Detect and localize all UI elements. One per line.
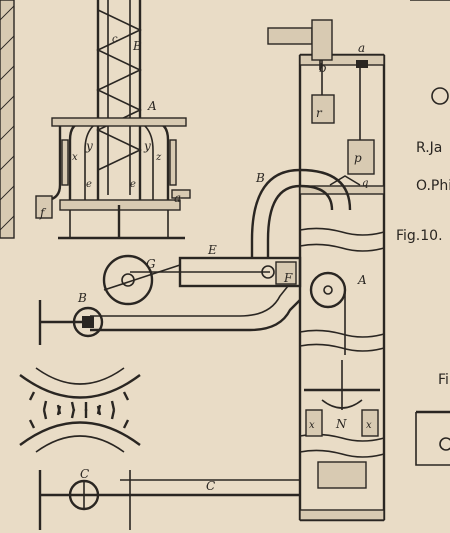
wall-hatching-left [0, 0, 15, 239]
coil-column-labels: B c A y y x z e e f a [39, 34, 181, 220]
svg-text:B: B [132, 39, 142, 53]
svg-text:x: x [366, 420, 372, 431]
svg-text:N: N [335, 417, 347, 431]
pulley-a: A [309, 271, 367, 355]
svg-text:A: A [147, 99, 157, 113]
gear-sector-upper [19, 367, 141, 419]
svg-text:x: x [72, 152, 78, 163]
curved-pipe-b: B [250, 168, 352, 258]
svg-text:F: F [283, 271, 293, 285]
cylinder-e: E F [130, 243, 302, 288]
svg-text:y: y [85, 139, 93, 153]
svg-text:a: a [174, 191, 181, 205]
svg-text:a: a [358, 41, 365, 55]
neighbour-figure-fragments [410, 0, 450, 466]
gear-sector-lower [19, 401, 141, 453]
svg-text:q: q [362, 178, 368, 189]
coil-column-figure [35, 0, 191, 240]
svg-text:c: c [112, 34, 118, 45]
svg-text:A: A [357, 273, 367, 287]
svg-text:y: y [143, 139, 151, 153]
main-casing [298, 53, 386, 522]
pipe-to-valve-b [90, 285, 301, 332]
svg-text:z: z [155, 152, 162, 163]
valve-c: C C [38, 467, 300, 530]
svg-text:x: x [309, 420, 315, 431]
float-chamber: N x x [304, 360, 380, 489]
svg-text:r: r [316, 106, 323, 120]
svg-text:e: e [86, 179, 92, 190]
valve-b: B [38, 291, 104, 345]
svg-text:Fi: Fi [438, 372, 449, 388]
svg-text:C: C [80, 467, 89, 481]
svg-text:Fig.10.: Fig.10. [396, 228, 443, 244]
svg-text:b: b [319, 61, 327, 75]
top-chamber-labels: a b r p q [316, 41, 368, 189]
svg-text:R.Ja: R.Ja [416, 140, 442, 156]
svg-text:B: B [77, 291, 87, 305]
svg-text:B: B [255, 171, 265, 185]
svg-text:G: G [146, 257, 156, 271]
svg-text:E: E [207, 243, 217, 257]
svg-text:C: C [206, 479, 215, 493]
top-chamber [267, 19, 375, 186]
svg-text:O.Phi: O.Phi [416, 178, 450, 194]
side-caption: R.Ja O.Phi Fig.10. Fi [396, 140, 450, 388]
svg-text:p: p [354, 151, 362, 165]
svg-text:f: f [39, 206, 47, 220]
svg-text:e: e [130, 179, 136, 190]
wheel-g: G [102, 254, 181, 306]
